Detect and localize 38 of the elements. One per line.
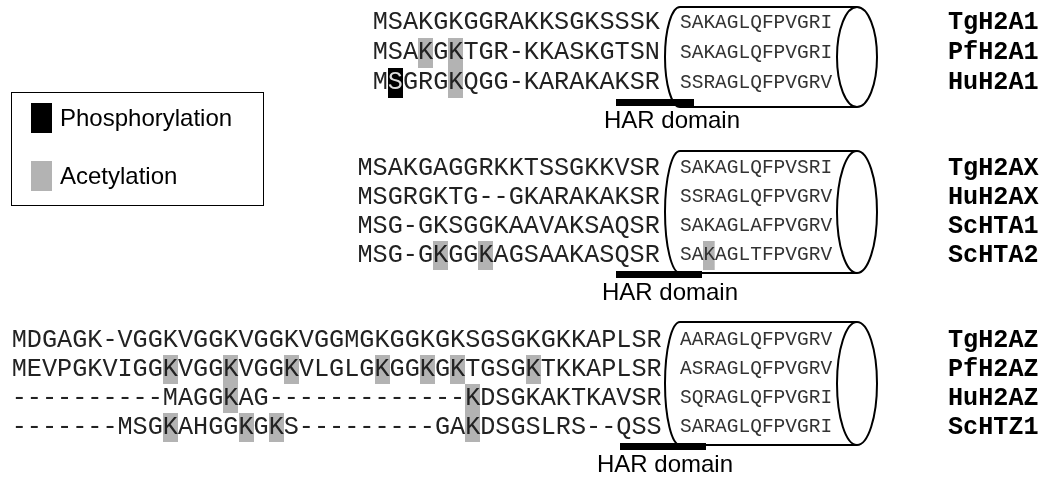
histone-name: PfH2AZ <box>948 355 1039 384</box>
domain-label: HAR domain <box>601 278 739 305</box>
helix-sequence: SAKAGLQFPVGRI <box>680 41 833 66</box>
protein-sequence: MSAKGKTGR-KKASKGTSN <box>372 38 660 68</box>
protein-sequence: MSGRGKTG--GKARAKAKSR <box>357 183 660 212</box>
domain-label: HAR domain <box>603 106 741 133</box>
helix-cylinder <box>664 6 878 108</box>
protein-sequence: MEVPGKVIGGKVGGKVGGKVLGLGKGGKGKTGSGKTKKAPLSR <box>11 355 662 384</box>
protein-sequence: MSG-GKGGKAGSAAKASQSR <box>357 241 660 270</box>
helix-sequence: SSRAGLQFPVGRV <box>680 71 833 96</box>
protein-sequence: MSAKGAGGRKKTSSGKKVSR <box>357 154 660 183</box>
helix-sequence: SAKAGLQFPVSRI <box>680 156 833 181</box>
domain-label: HAR domain <box>596 450 734 477</box>
histone-name: TgH2AX <box>948 154 1039 183</box>
protein-sequence: MSG-GKSGGKAAVAKSAQSR <box>357 212 660 241</box>
histone-name: HuH2AZ <box>948 384 1039 413</box>
histone-name: ScHTA2 <box>948 241 1039 270</box>
histone-name: PfH2A1 <box>948 38 1039 68</box>
helix-sequence: SAKAGLTFPVGRV <box>680 241 833 270</box>
histone-name: HuH2AX <box>948 183 1039 212</box>
protein-sequence: MDGAGK-VGGKVGGKVGGKVGGMGKGGKGKSGSGKGKKAPLSR <box>11 326 662 355</box>
helix-sequence: SAKAGLQFPVGRI <box>680 11 833 36</box>
protein-sequence: MSAKGKGGRAKKSGKSSSK <box>372 8 660 38</box>
histone-name: TgH2A1 <box>948 8 1039 38</box>
helix-sequence: SQRAGLQFPVGRI <box>680 386 833 411</box>
helix-cylinder <box>664 150 878 274</box>
helix-sequence: ASRAGLQFPVGRV <box>680 357 833 382</box>
histone-name: TgH2AZ <box>948 326 1039 355</box>
histone-name: ScHTZ1 <box>948 413 1039 442</box>
legend-label: Acetylation <box>60 161 178 191</box>
helix-cylinder <box>664 321 878 446</box>
histone-name: HuH2A1 <box>948 68 1039 98</box>
helix-sequence: SSRAGLQFPVGRV <box>680 185 833 210</box>
helix-sequence: SARAGLQFPVGRI <box>680 415 833 440</box>
legend-label: Phosphorylation <box>60 103 233 133</box>
helix-sequence: AARAGLQFPVGRV <box>680 328 833 353</box>
histone-name: ScHTA1 <box>948 212 1039 241</box>
helix-sequence: SAKAGLAFPVGRV <box>680 214 833 239</box>
